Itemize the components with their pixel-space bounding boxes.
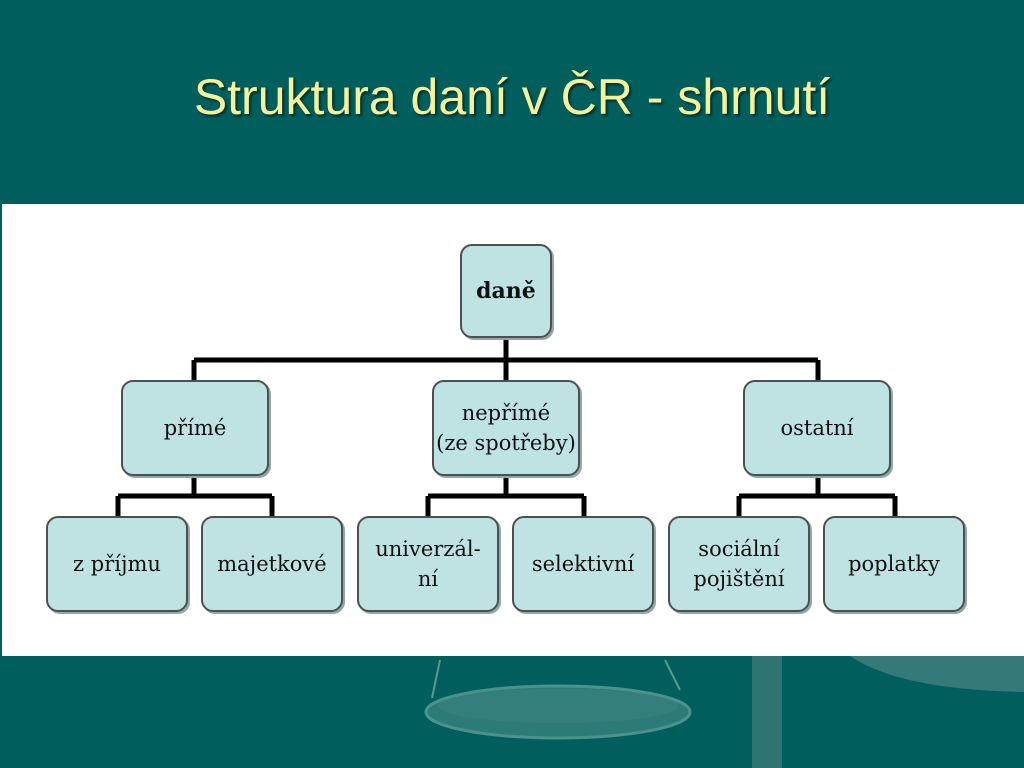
node-ostatni-label: ostatní — [780, 416, 854, 440]
node-neprime: nepřímé (ze spotřeby) — [432, 380, 580, 476]
node-z-prijmu: z příjmu — [46, 516, 188, 612]
dish-string-right — [664, 659, 681, 691]
node-univerzalni-line1: univerzál- — [375, 537, 481, 561]
node-poplatky: poplatky — [823, 516, 965, 612]
node-neprime-line1: nepřímé — [461, 401, 551, 425]
diagram-panel: daně přímé nepřímé (ze spotřeby) ostatní… — [2, 204, 1024, 656]
node-socialni-line1: sociální — [698, 537, 780, 561]
node-z-prijmu-label: z příjmu — [73, 552, 161, 576]
node-ostatni: ostatní — [743, 380, 891, 476]
connector-lines — [115, 337, 898, 518]
node-univerzalni: univerzál- ní — [357, 516, 499, 612]
node-univerzalni-line2: ní — [417, 567, 439, 591]
node-prime: přímé — [121, 380, 269, 476]
node-selektivni-label: selektivní — [531, 552, 635, 576]
node-neprime-line2: (ze spotřeby) — [436, 431, 576, 455]
corner-shape — [850, 656, 1024, 692]
node-selektivni: selektivní — [512, 516, 654, 612]
node-dane-label: daně — [476, 278, 536, 304]
node-dane: daně — [460, 244, 552, 338]
node-prime-label: přímé — [163, 416, 227, 440]
dish-inner-shape — [438, 689, 678, 723]
pillar-shape — [752, 656, 782, 768]
node-socialni-line2: pojištění — [693, 567, 785, 591]
node-socialni-pojisteni: sociální pojištění — [668, 516, 810, 612]
node-majetkove-label: majetkové — [217, 552, 327, 576]
node-majetkove: majetkové — [201, 516, 343, 612]
node-poplatky-label: poplatky — [848, 552, 940, 576]
slide-title: Struktura daní v ČR - shrnutí — [193, 69, 831, 125]
dish-string-left — [431, 659, 441, 699]
